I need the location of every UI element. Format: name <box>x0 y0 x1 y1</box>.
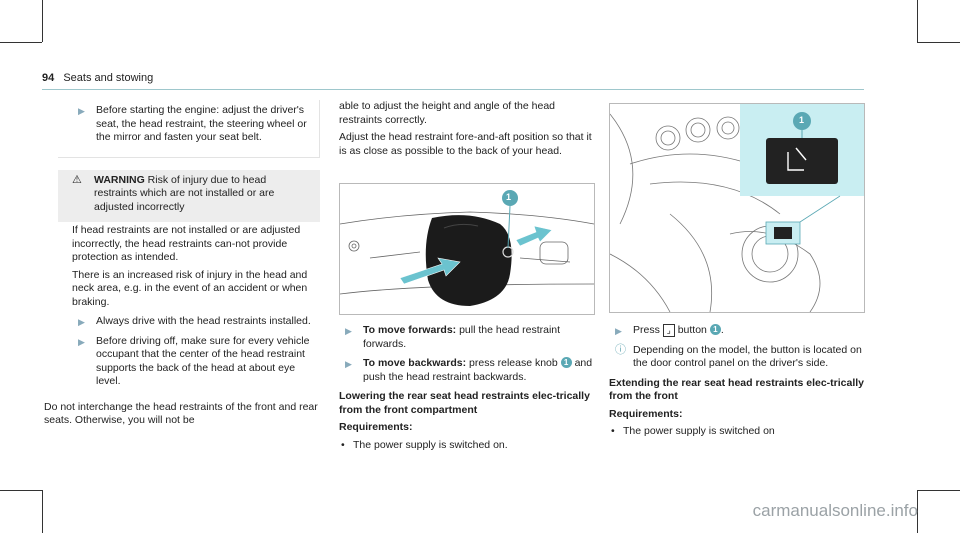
closing-paragraph: Do not interchange the head restraints o… <box>44 400 318 427</box>
page-header: 94 Seats and stowing <box>42 72 153 84</box>
arrow-icon: ▶ <box>78 336 85 347</box>
figure-callout-1: 1 <box>506 192 512 202</box>
info-icon: ⓘ <box>615 343 626 356</box>
console-button-figure: 1 <box>609 103 865 313</box>
paragraph: Adjust the head restraint fore-and-aft p… <box>339 131 592 157</box>
crop-mark <box>917 490 918 533</box>
seat-button-icon: ⌟ <box>662 324 675 337</box>
warning-title: WARNING <box>94 173 145 186</box>
note: ⓘ Depending on the model, the button is … <box>615 343 862 370</box>
warning-paragraph: There is an increased risk of injury in … <box>72 268 308 308</box>
crop-mark <box>917 42 960 43</box>
warning-steps: ▶ Always drive with the head restraints … <box>58 315 320 389</box>
crop-mark <box>0 490 42 491</box>
requirement-item: • The power supply is switched on <box>611 425 775 437</box>
warning-body: If head restraints are not installed or … <box>58 224 320 309</box>
arrow-icon: ▶ <box>78 317 85 327</box>
section-title: Seats and stowing <box>63 72 154 84</box>
instruction-step: ▶ To move forwards: pull the head restra… <box>345 324 561 350</box>
bullet-dot: • <box>341 438 345 451</box>
crop-mark <box>42 490 43 533</box>
header-rule <box>42 89 864 90</box>
warning-box: ⚠ WARNING Risk of injury due to head res… <box>58 169 320 222</box>
instruction-step: ▶ To move backwards: press release knob … <box>345 357 593 383</box>
section-heading: Lowering the rear seat head restraints e… <box>339 390 590 416</box>
section-heading: Extending the rear seat head restraints … <box>609 376 865 403</box>
head-restraint-illustration <box>340 190 594 306</box>
arrow-icon: ▶ <box>345 326 352 336</box>
intro-step-box: ▶ Before starting the engine: adjust the… <box>58 100 320 158</box>
paragraph: able to adjust the height and angle of t… <box>339 100 556 126</box>
crop-mark <box>917 0 918 42</box>
arrow-icon: ▶ <box>345 359 352 369</box>
warning-paragraph: If head restraints are not installed or … <box>72 224 301 263</box>
column-middle-lower: ▶ To move forwards: pull the head restra… <box>339 324 597 452</box>
figure-callout-1: 1 <box>799 115 805 125</box>
instruction-step: ▶ Press ⌟ button 1. <box>609 324 867 338</box>
requirements-label: Requirements: <box>339 421 413 433</box>
crop-mark <box>0 42 42 43</box>
instruction-step: ▶ Always drive with the head restraints … <box>72 315 320 329</box>
requirements-label: Requirements: <box>609 407 683 420</box>
head-restraint-figure: 1 <box>339 183 595 315</box>
console-illustration <box>610 104 864 312</box>
column-right: ▶ Press ⌟ button 1. ⓘ Depending on the m… <box>609 324 867 439</box>
arrow-icon: ▶ <box>78 106 85 116</box>
callout-badge: 1 <box>560 357 572 368</box>
watermark: carmanualsonline.info <box>752 501 918 520</box>
warning-lead: Risk of injury due to head restraints wh… <box>94 173 275 213</box>
instruction-step: ▶ Before starting the engine: adjust the… <box>78 104 307 143</box>
crop-mark <box>917 490 960 491</box>
callout-badge: 1 <box>709 324 721 335</box>
column-left: ▶ Before starting the engine: adjust the… <box>44 100 320 432</box>
warning-triangle-icon: ⚠ <box>72 173 82 186</box>
instruction-step: ▶ Before driving off, make sure for ever… <box>78 334 310 388</box>
bullet-dot: • <box>611 425 615 437</box>
column-middle: able to adjust the height and angle of t… <box>339 100 597 162</box>
page-number: 94 <box>42 72 55 84</box>
arrow-icon: ▶ <box>615 326 622 336</box>
crop-mark <box>42 0 43 42</box>
requirement-item: • The power supply is switched on. <box>341 438 508 451</box>
